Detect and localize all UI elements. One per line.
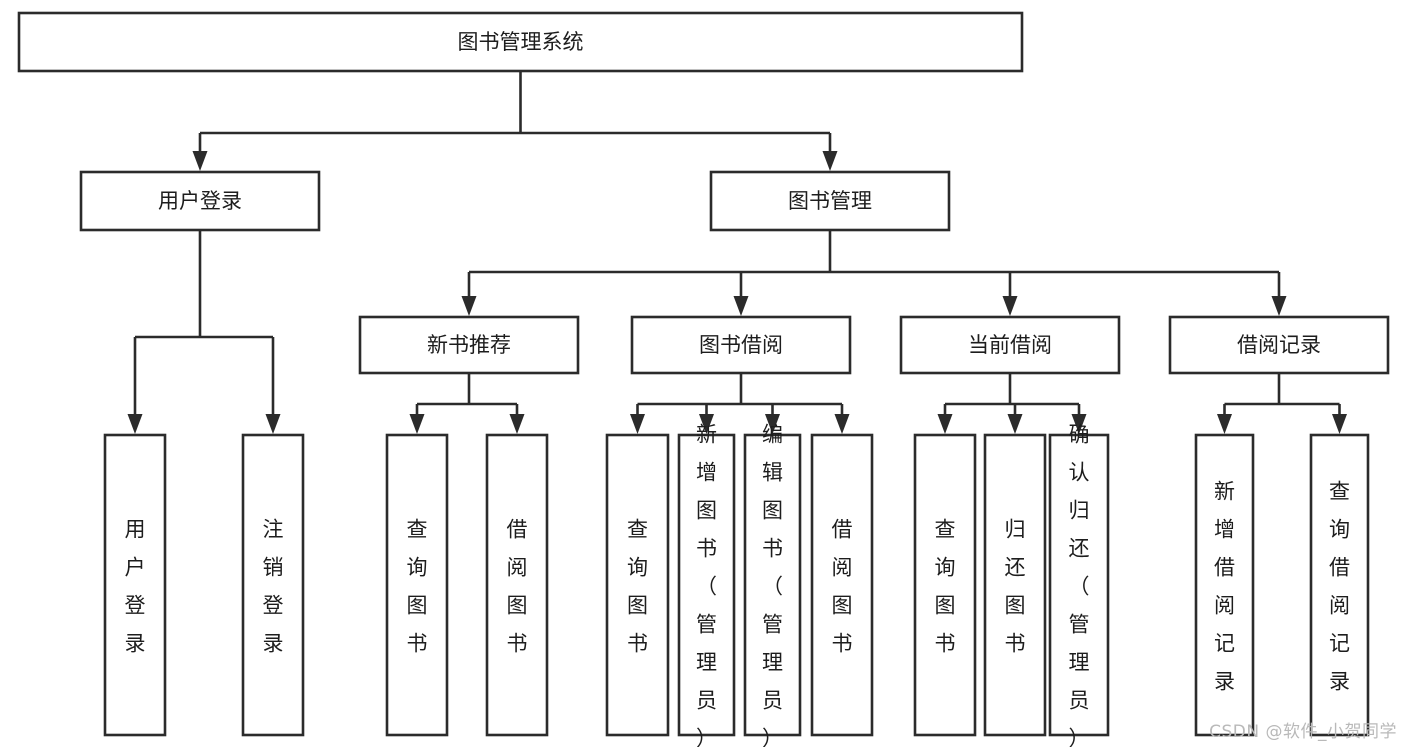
node-box: [709, 170, 951, 232]
node-l2-当前借阅[interactable]: 当前借阅: [899, 315, 1121, 375]
node-box: [605, 433, 670, 737]
node-leaf-新增借阅记录-11[interactable]: 新增借阅记录: [1194, 433, 1255, 737]
arrow-head: [1007, 414, 1023, 434]
node-leaf-借阅图书-3[interactable]: 借阅图书: [485, 433, 549, 737]
node-leaf-注销登录-1[interactable]: 注销登录: [241, 433, 305, 737]
node-box: [810, 433, 874, 737]
node-label: 编辑图书（管理员）: [762, 422, 783, 747]
node-box: [358, 315, 580, 375]
arrow-head: [937, 414, 953, 434]
node-box: [103, 433, 167, 737]
node-label: 图书管理系统: [458, 30, 584, 54]
arrow-head: [630, 414, 645, 434]
node-label: 用户登录: [125, 517, 146, 655]
arrow-head: [699, 414, 714, 434]
node-l1-图书管理[interactable]: 图书管理: [709, 170, 951, 232]
node-l1-用户登录[interactable]: 用户登录: [79, 170, 321, 232]
node-box: [17, 11, 1024, 73]
arrow-head: [127, 414, 143, 434]
node-label: 确认归还（管理员）: [1069, 422, 1090, 747]
arrow-head: [265, 414, 281, 434]
node-box: [79, 170, 321, 232]
node-l2-新书推荐[interactable]: 新书推荐: [358, 315, 580, 375]
node-label: 借阅记录: [1237, 333, 1321, 357]
node-box: [899, 315, 1121, 375]
node-label: 图书管理: [788, 189, 872, 213]
node-box: [983, 433, 1047, 737]
node-label: 注销登录: [263, 517, 284, 655]
node-box: [241, 433, 305, 737]
arrow-head: [1271, 296, 1287, 316]
node-label: 新增借阅记录: [1214, 479, 1235, 693]
node-leaf-借阅图书-7[interactable]: 借阅图书: [810, 433, 874, 737]
node-box: [1309, 433, 1370, 737]
node-leaf-编辑图书管理员-6[interactable]: 编辑图书（管理员）: [743, 422, 802, 747]
node-leaf-归还图书-9[interactable]: 归还图书: [983, 433, 1047, 737]
node-label: 图书借阅: [699, 333, 783, 357]
node-label: 当前借阅: [968, 333, 1052, 357]
node-label: 新书推荐: [427, 333, 511, 357]
node-box: [1168, 315, 1390, 375]
node-box: [485, 433, 549, 737]
arrow-head: [765, 414, 780, 434]
arrow-head: [192, 151, 208, 171]
arrow-head: [1332, 414, 1347, 434]
arrow-head: [834, 414, 850, 434]
node-leaf-确认归还管理员-10[interactable]: 确认归还（管理员）: [1048, 422, 1110, 747]
node-leaf-新增图书管理员-5[interactable]: 新增图书（管理员）: [677, 422, 736, 747]
arrow-head: [461, 296, 477, 316]
node-leaf-查询图书-8[interactable]: 查询图书: [913, 433, 977, 737]
node-label: 查询图书: [627, 517, 648, 655]
arrow-head: [1071, 414, 1087, 434]
node-leaf-查询借阅记录-12[interactable]: 查询借阅记录: [1309, 433, 1370, 737]
node-leaf-查询图书-4[interactable]: 查询图书: [605, 433, 670, 737]
node-label: 借阅图书: [832, 517, 853, 655]
arrow-head: [1002, 296, 1018, 316]
connectors-layer: [127, 71, 1347, 434]
node-label: 查询借阅记录: [1329, 479, 1350, 693]
node-leaf-用户登录-0[interactable]: 用户登录: [103, 433, 167, 737]
nodes-layer: 图书管理系统用户登录图书管理新书推荐图书借阅当前借阅借阅记录用户登录注销登录查询…: [17, 11, 1390, 747]
node-label: 新增图书（管理员）: [696, 422, 717, 747]
node-label: 归还图书: [1005, 517, 1026, 655]
node-l2-图书借阅[interactable]: 图书借阅: [630, 315, 852, 375]
node-root-图书管理系统[interactable]: 图书管理系统: [17, 11, 1024, 73]
arrow-head: [409, 414, 425, 434]
node-box: [385, 433, 449, 737]
node-box: [677, 433, 736, 737]
arrow-head: [1217, 414, 1232, 434]
node-box: [913, 433, 977, 737]
node-leaf-查询图书-2[interactable]: 查询图书: [385, 433, 449, 737]
node-box: [630, 315, 852, 375]
arrow-head: [509, 414, 525, 434]
node-box: [1194, 433, 1255, 737]
node-l2-借阅记录[interactable]: 借阅记录: [1168, 315, 1390, 375]
arrow-head: [733, 296, 749, 316]
node-label: 借阅图书: [507, 517, 528, 655]
node-box: [1048, 433, 1110, 737]
node-label: 查询图书: [407, 517, 428, 655]
arrow-head: [822, 151, 838, 171]
node-label: 用户登录: [158, 189, 242, 213]
node-label: 查询图书: [935, 517, 956, 655]
node-box: [743, 433, 802, 737]
